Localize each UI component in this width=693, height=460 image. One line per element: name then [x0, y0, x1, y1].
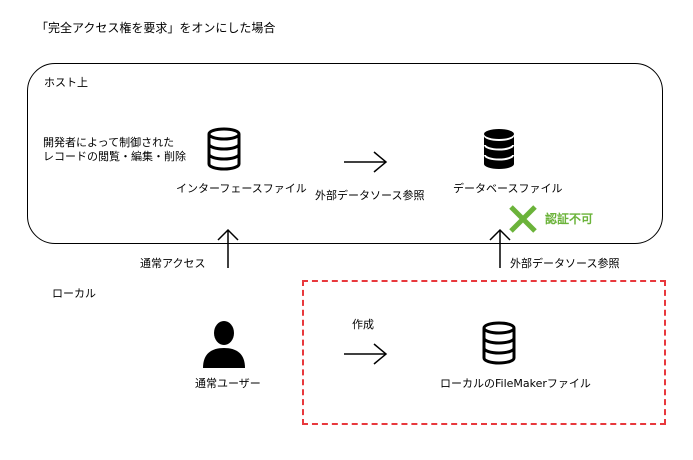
host-container	[27, 63, 663, 244]
user-icon	[203, 321, 245, 368]
cross-icon	[509, 205, 537, 233]
normal-access-label: 通常アクセス	[140, 257, 206, 270]
interface-file-database-icon	[207, 127, 241, 171]
local-file-container	[302, 280, 666, 425]
local-file-label: ローカルのFileMakerファイル	[440, 377, 591, 390]
user-label: 通常ユーザー	[195, 377, 261, 390]
local-label: ローカル	[52, 287, 96, 300]
create-label: 作成	[352, 318, 374, 331]
diagram-title: 「完全アクセス権を要求」をオンにした場合	[36, 21, 276, 35]
database-file-icon	[484, 129, 514, 169]
host-description-line1: 開発者によって制御された	[43, 136, 175, 149]
arrow-right-icon	[344, 151, 388, 173]
auth-fail-label: 認証不可	[545, 212, 594, 226]
arrow-up-icon	[489, 228, 511, 268]
interface-file-label: インターフェースファイル	[176, 182, 307, 195]
database-file-label: データベースファイル	[453, 182, 563, 195]
arrow-up-icon	[217, 228, 239, 268]
host-label: ホスト上	[44, 76, 88, 89]
arrow-right-icon	[344, 343, 388, 365]
host-description-line2: レコードの閲覧・編集・削除	[43, 150, 186, 163]
local-file-database-icon	[482, 321, 516, 365]
local-external-ref-label: 外部データソース参照	[510, 257, 620, 270]
host-external-ref-label: 外部データソース参照	[315, 189, 425, 202]
